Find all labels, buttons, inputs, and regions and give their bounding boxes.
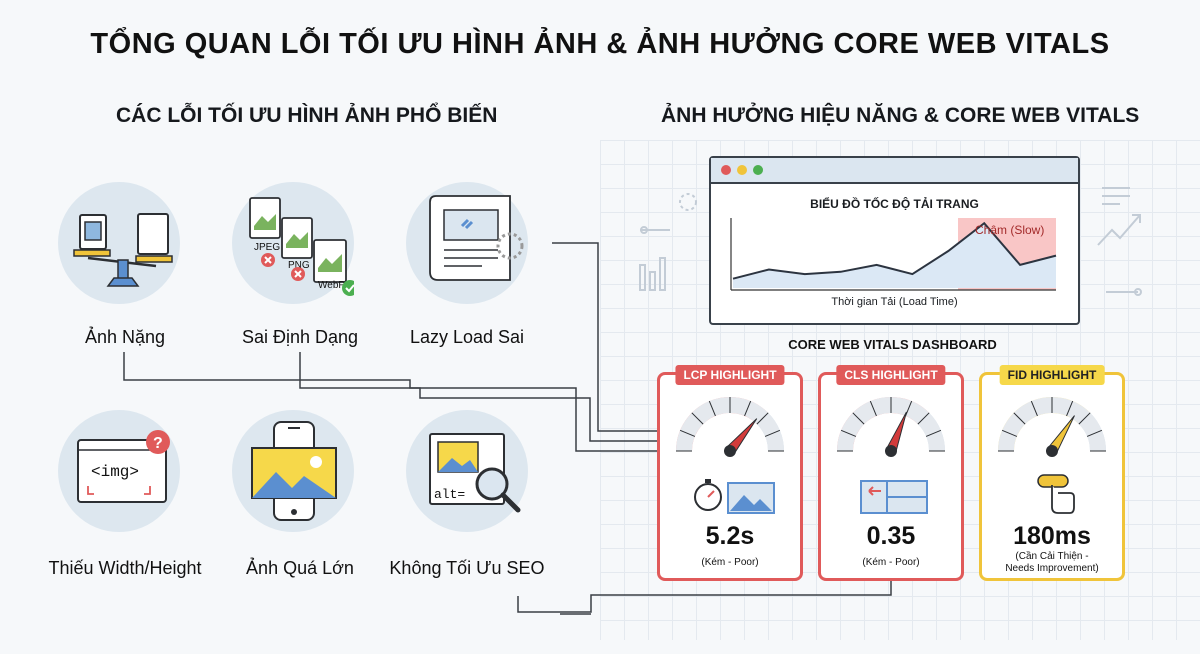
lcp-card: LCP HIGHLIGHT 5.2s (Kém - Poor) — [657, 365, 803, 581]
gauge-tick — [1013, 412, 1026, 425]
gauge-tick — [744, 400, 752, 417]
img-tag-icon: <img> ? — [77, 430, 170, 503]
lcp-value: 5.2s — [705, 522, 755, 550]
format-label-webp: WebP — [318, 280, 345, 291]
phone-oversized-image-icon — [251, 421, 337, 521]
browser-title-bar — [711, 158, 1078, 184]
alt-attribute-code: alt= — [434, 487, 465, 502]
error-label-oversized-image: Ảnh Quá Lớn — [246, 558, 354, 578]
stopwatch-icon — [694, 479, 722, 511]
fid-tag: FID HIGHLIGHT — [999, 365, 1105, 385]
load-chart-xlabel: Thời gian Tải (Load Time) — [831, 296, 958, 308]
img-tag-code: <img> — [91, 463, 139, 481]
gauge-tick — [1066, 400, 1074, 417]
fid-status-line1: (Cần Cải Thiện - — [1015, 551, 1089, 562]
error-label-wrong-format: Sai Định Dạng — [241, 327, 359, 347]
gauge-hub — [885, 445, 897, 457]
lazy-load-document-icon — [429, 195, 524, 281]
error-label-lazy-load: Lazy Load Sai — [409, 327, 525, 347]
gauge-tick — [1030, 400, 1038, 417]
window-maximize-dot — [753, 165, 763, 175]
error-lazy-load — [406, 182, 528, 304]
error-no-seo: alt= — [406, 410, 528, 532]
error-wrong-format: JPEG PNG WebP — [232, 182, 354, 304]
load-chart-plot — [730, 218, 1057, 291]
error-heavy-image — [58, 182, 180, 304]
layout-shift-icon — [860, 480, 928, 514]
lcp-status: (Kém - Poor) — [701, 557, 759, 568]
format-label-jpeg: JPEG — [254, 242, 280, 253]
right-section-title: ẢNH HƯỞNG HIỆU NĂNG & CORE WEB VITALS — [661, 104, 1140, 127]
window-minimize-dot — [737, 165, 747, 175]
gauge-tick — [1086, 429, 1103, 437]
error-label-heavy-image: Ảnh Nặng — [84, 327, 166, 347]
lcp-tag: LCP HIGHLIGHT — [675, 365, 785, 385]
gauge-tick — [691, 412, 704, 425]
load-speed-chart-window: BIỂU ĐỒ TỐC ĐỘ TẢI TRANG Chậm (Slow) Thờ… — [709, 156, 1080, 325]
decorative-icons — [639, 187, 1142, 296]
gauge-tick — [852, 412, 865, 425]
gauge-tick — [1001, 429, 1018, 437]
gauge-tick — [708, 400, 716, 417]
gauge-tick — [869, 400, 877, 417]
fid-gauge — [998, 397, 1106, 514]
error-label-missing-dimensions: Thiếu Width/Height — [48, 558, 202, 578]
cls-status: (Kém - Poor) — [862, 557, 920, 568]
svg-text:?: ? — [153, 435, 163, 452]
file-formats-icon: JPEG PNG WebP — [249, 197, 354, 296]
fid-status-line2: Needs Improvement) — [1005, 563, 1099, 574]
alt-text-magnifier-icon: alt= — [429, 433, 521, 513]
pointer-hand-icon — [1037, 474, 1075, 514]
gauge-tick — [925, 429, 942, 437]
lcp-gauge — [676, 397, 784, 514]
load-chart-title: BIỂU ĐỒ TỐC ĐỘ TẢI TRANG — [810, 197, 979, 211]
page-title: TỔNG QUAN LỖI TỐI ƯU HÌNH ẢNH & ẢNH HƯỞN… — [90, 28, 1110, 60]
error-oversized-image — [232, 410, 354, 532]
cls-tag: CLS HIGHLIGHT — [836, 365, 946, 385]
gauge-tick — [756, 412, 769, 425]
gauge-tick — [679, 429, 696, 437]
cls-gauge — [837, 397, 945, 514]
fid-status: (Cần Cải Thiện - Needs Improvement) — [982, 551, 1122, 575]
window-close-dot — [721, 165, 731, 175]
dashboard-title: CORE WEB VITALS DASHBOARD — [788, 337, 997, 352]
load-line — [732, 221, 1057, 280]
slow-zone-label: Chậm (Slow) — [975, 223, 1045, 237]
gauge-hub — [1046, 445, 1058, 457]
error-missing-dimensions: <img> ? — [58, 410, 180, 532]
scale-icon — [73, 213, 173, 287]
left-section-title: CÁC LỖI TỐI ƯU HÌNH ẢNH PHỔ BIẾN — [116, 104, 498, 127]
gauge-tick — [917, 412, 930, 425]
format-label-png: PNG — [288, 260, 310, 271]
gauge-tick — [840, 429, 857, 437]
cls-value: 0.35 — [866, 522, 916, 550]
cls-card: CLS HIGHLIGHT 0.35 (Kém - Poor) — [818, 365, 964, 581]
load-area — [733, 223, 1056, 288]
gauge-hub — [724, 445, 736, 457]
gauge-tick — [1078, 412, 1091, 425]
error-label-no-seo: Không Tối Ưu SEO — [389, 558, 545, 578]
gauge-tick — [764, 429, 781, 437]
fid-card: FID HIGHLIGHT 180ms (Cần Cải Thiện - Nee… — [979, 365, 1125, 581]
fid-value: 180ms — [1013, 522, 1091, 550]
image-icon — [727, 482, 775, 514]
